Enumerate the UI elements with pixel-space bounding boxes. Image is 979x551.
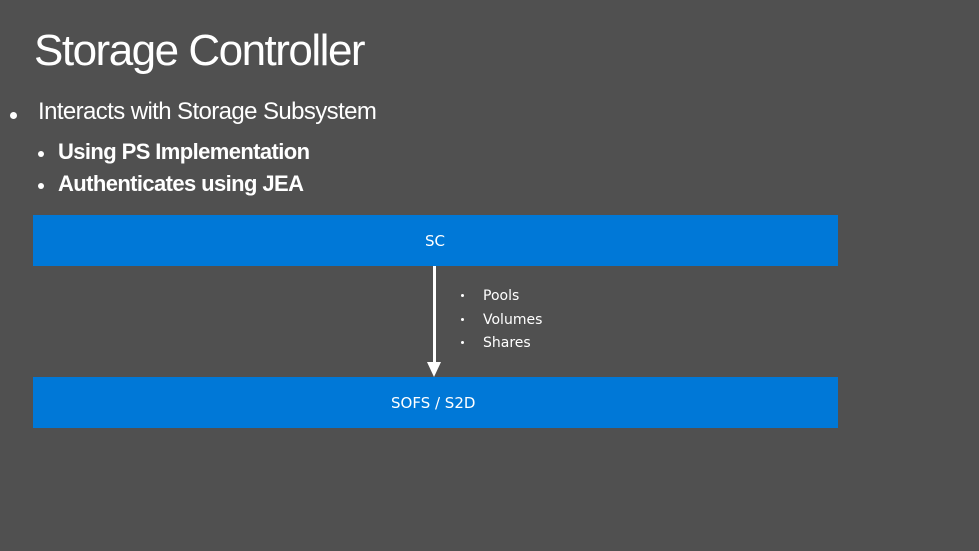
bullet-interacts: Interacts with Storage Subsystem: [10, 98, 377, 126]
list-item-pools: Pools: [461, 285, 542, 309]
bullet-dot-icon: [461, 341, 464, 344]
sub-bullet-text: Using PS Implementation: [58, 139, 310, 164]
list-item-text: Volumes: [483, 311, 543, 328]
list-item-shares: Shares: [461, 332, 542, 356]
slide-title: Storage Controller: [34, 26, 366, 75]
bullet-dot-icon: [38, 151, 44, 157]
list-item-volumes: Volumes: [461, 309, 542, 333]
down-arrow-icon: [427, 362, 441, 377]
sub-bullet-ps: Using PS Implementation: [38, 139, 310, 165]
bullet-dot-icon: [461, 294, 464, 297]
sub-bullet-text: Authenticates using JEA: [58, 171, 304, 196]
sub-bullet-jea: Authenticates using JEA: [38, 171, 304, 197]
sofs-s2d-box-label: SOFS / S2D: [391, 394, 476, 412]
arrow-item-list: Pools Volumes Shares: [461, 285, 542, 356]
bullet-dot-icon: [10, 112, 17, 119]
sofs-s2d-box: SOFS / S2D: [33, 377, 838, 428]
bullet-dot-icon: [461, 317, 464, 321]
down-arrow-shaft: [433, 266, 436, 364]
list-item-text: Pools: [483, 288, 520, 304]
sc-box-label: SC: [425, 232, 445, 250]
bullet-text: Interacts with Storage Subsystem: [38, 98, 377, 125]
list-item-text: Shares: [483, 335, 531, 351]
sc-box: SC: [33, 215, 838, 266]
bullet-dot-icon: [38, 183, 44, 189]
